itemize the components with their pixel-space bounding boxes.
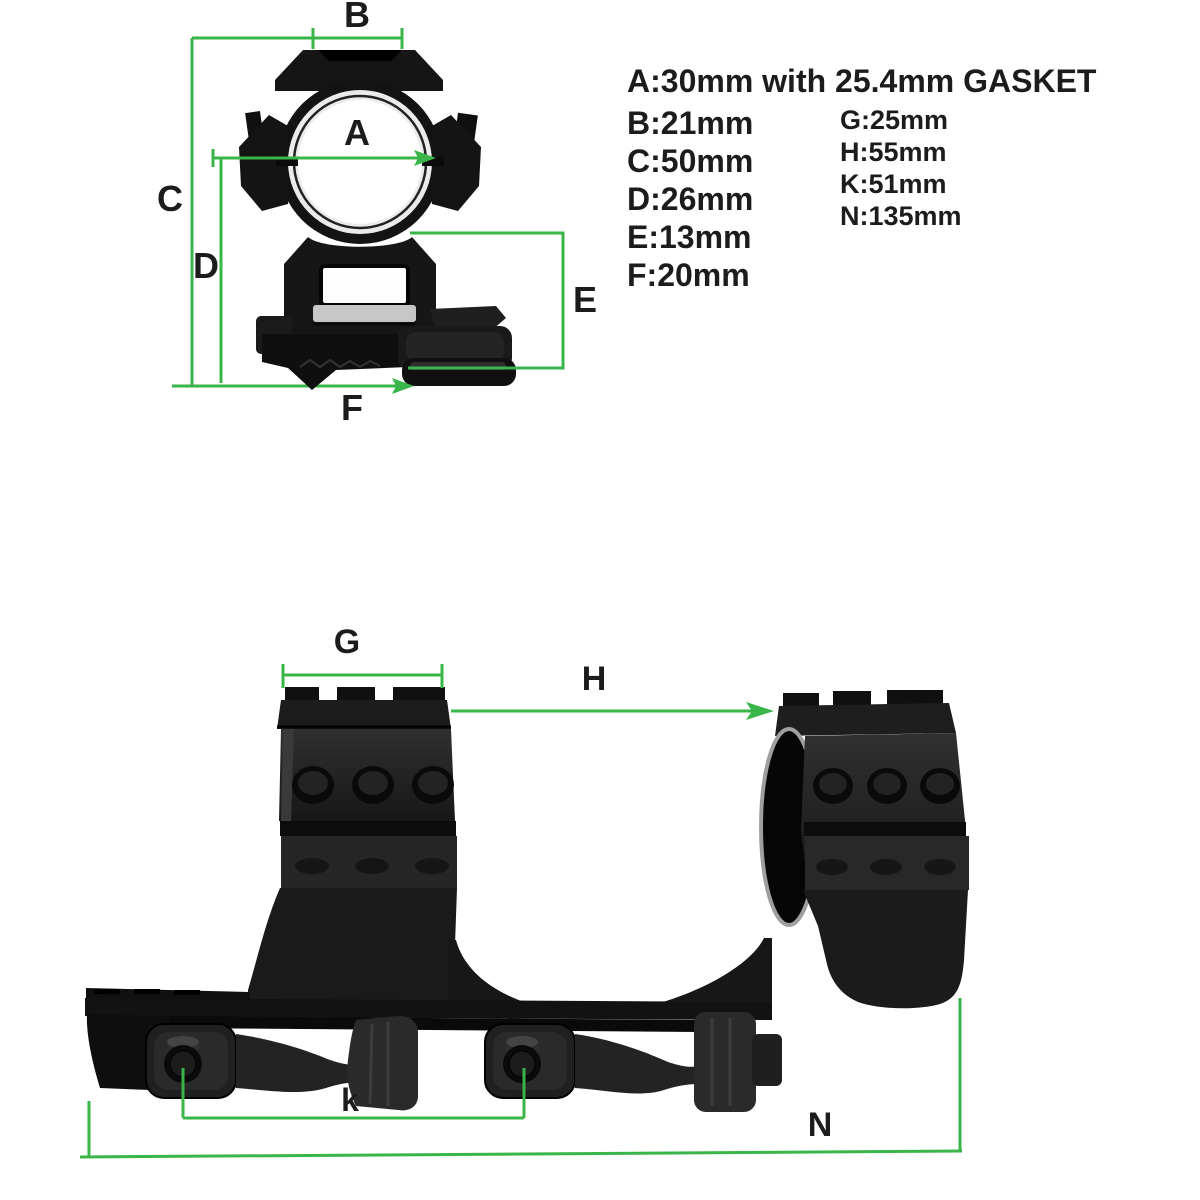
dim-arrowhead-h — [746, 702, 774, 720]
lever1-pin-top — [167, 1036, 199, 1048]
left-lower-dimples — [295, 858, 449, 874]
lever2-pivot-core — [508, 1050, 536, 1078]
right-column-body — [803, 890, 968, 1009]
spec-list-left: B:21mm C:50mm D:26mm E:13mm F:20mm — [627, 104, 753, 294]
spec-item-e: E:13mm — [627, 219, 752, 255]
front-lever-face — [406, 332, 504, 362]
spec-item-f: F:20mm — [627, 257, 750, 293]
front-view-diagram: B A C D E F — [157, 0, 597, 428]
dim-arrowhead-a — [414, 150, 436, 166]
dim-label-d: D — [193, 245, 219, 286]
spec-item-h: H:55mm — [840, 137, 947, 167]
riser-window — [319, 264, 410, 307]
dim-label-n: N — [808, 1106, 833, 1144]
dim-line-e — [408, 231, 565, 370]
dim-label-h: H — [582, 660, 607, 698]
dim-label-k: k — [341, 1082, 359, 1118]
front-view-mount — [239, 50, 516, 390]
dim-label-b: B — [344, 0, 370, 35]
right-rail-tooth — [833, 691, 871, 706]
right-ring-column — [759, 690, 969, 1009]
right-rail-band — [775, 703, 956, 736]
left-rail-tooth — [393, 687, 445, 702]
spec-item-c: C:50mm — [627, 143, 754, 179]
riser-sill — [313, 305, 416, 322]
dim-label-g: G — [334, 623, 360, 661]
front-top-rail-slot — [318, 50, 402, 61]
dim-label-a: A — [344, 112, 370, 153]
spec-item-g: G:25mm — [840, 105, 949, 135]
qd-lever-1 — [145, 1016, 418, 1111]
lever2-cam — [694, 1012, 756, 1112]
lever1-arm — [236, 1034, 360, 1093]
right-rail-tooth — [783, 693, 819, 708]
front-lever-tab — [430, 306, 506, 332]
ring-split-right — [422, 157, 444, 166]
lever2-pin-top — [506, 1036, 538, 1048]
spec-item-n: N:135mm — [840, 201, 962, 231]
left-rail-tooth — [285, 687, 319, 702]
spec-headline: A:30mm with 25.4mm GASKET — [627, 63, 1097, 99]
base-rail-band — [85, 998, 772, 1020]
dim-line-n — [79, 1149, 963, 1159]
side-view-diagram: G H k N — [79, 623, 969, 1159]
left-rail-band — [277, 700, 451, 729]
cantilever-web — [448, 938, 772, 1016]
dim-label-e: E — [573, 279, 597, 320]
front-left-wing — [239, 115, 291, 211]
spec-item-k: K:51mm — [840, 169, 947, 199]
left-ring-groove — [280, 821, 456, 836]
front-right-wing — [429, 115, 481, 211]
lever1-cam — [347, 1016, 418, 1111]
right-lower-dimples — [816, 859, 956, 875]
left-ring-column — [248, 687, 532, 1014]
front-top-rail — [275, 50, 443, 91]
spec-list-right: G:25mm H:55mm K:51mm N:135mm — [840, 104, 962, 232]
lever1-cam-line — [368, 1023, 374, 1105]
dim-label-f: F — [341, 387, 363, 428]
ring-split-left — [276, 157, 298, 166]
side-view-mount — [85, 687, 969, 1112]
right-rail-tooth — [887, 690, 943, 706]
foot-serration — [299, 358, 381, 369]
right-ring-screws — [813, 768, 960, 804]
right-ring-groove — [804, 822, 966, 836]
spec-item-b: B:21mm — [627, 105, 754, 141]
front-dimension-lines — [190, 28, 565, 394]
left-rail-tooth — [337, 687, 375, 702]
left-ring-band-highlight — [281, 729, 294, 821]
ring-bore — [298, 100, 422, 224]
base-rail-slots — [94, 989, 200, 995]
dim-arrowhead-f — [392, 378, 414, 394]
side-dimension-lines — [79, 664, 963, 1159]
lever2-arm — [575, 1034, 698, 1094]
left-ring-screws — [292, 766, 454, 804]
lever2-cam-step — [752, 1034, 782, 1086]
qd-lever-2 — [484, 1012, 782, 1112]
spec-item-d: D:26mm — [627, 181, 754, 217]
dim-label-c: C — [157, 178, 183, 219]
